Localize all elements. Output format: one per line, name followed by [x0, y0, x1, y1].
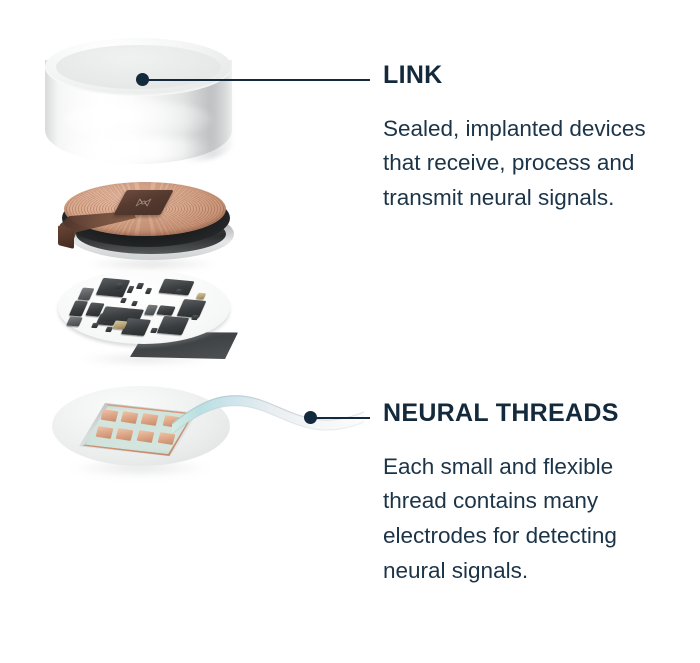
pcb-component [95, 277, 131, 298]
layer-charging-coil [58, 177, 238, 271]
callout-line-link [148, 78, 370, 81]
neuralink-logo-icon [134, 197, 152, 207]
pcb-component [77, 287, 95, 301]
pcb-disc [58, 270, 230, 344]
callout-dot-neural-threads [304, 411, 317, 424]
pcb-component [130, 300, 139, 307]
layer-base-disc [52, 380, 365, 480]
layer-circuit-board [58, 266, 240, 366]
pcb-component [91, 322, 99, 329]
device-illustration [0, 0, 370, 663]
puck-highlight [63, 100, 213, 140]
base-drop-shadow [70, 460, 210, 476]
coil-center-chip [113, 190, 174, 215]
callout-text-link: LINK Sealed, implanted devices that rece… [383, 61, 683, 216]
pcb-component [144, 287, 153, 295]
neural-thread-ribbon [170, 380, 366, 452]
pcb-component [191, 314, 199, 321]
pcb-component [66, 316, 83, 327]
callout-text-neural-threads: NEURAL THREADS Each small and flexible t… [383, 399, 683, 589]
pcb-component [135, 282, 145, 290]
callout-body-neural-threads: Each small and flexible thread contains … [383, 453, 617, 584]
pcb-component [156, 315, 190, 336]
electrode-pad [120, 411, 139, 424]
pcb-component [119, 297, 128, 304]
callout-heading-neural-threads: NEURAL THREADS [383, 399, 619, 427]
pcb-component [156, 305, 176, 316]
layer-sealed-enclosure [45, 38, 232, 212]
electrode-pad [140, 413, 159, 426]
callout-dot-link [136, 73, 149, 86]
electrode-pad [115, 428, 134, 441]
electrode-pad [100, 409, 119, 422]
callout-body-link: Sealed, implanted devices that receive, … [383, 115, 646, 211]
pcb-component [126, 285, 135, 294]
pcb-component [176, 298, 207, 319]
callout-heading-link: LINK [383, 61, 443, 89]
callout-line-neural-threads [316, 416, 370, 419]
electrode-pad [136, 430, 155, 443]
coil-drop-shadow [86, 257, 218, 271]
puck-top-face [45, 38, 232, 96]
pcb-component [195, 292, 207, 300]
electrode-pad [95, 426, 114, 439]
coil-connector-block [58, 225, 74, 249]
base-disc [52, 386, 230, 466]
